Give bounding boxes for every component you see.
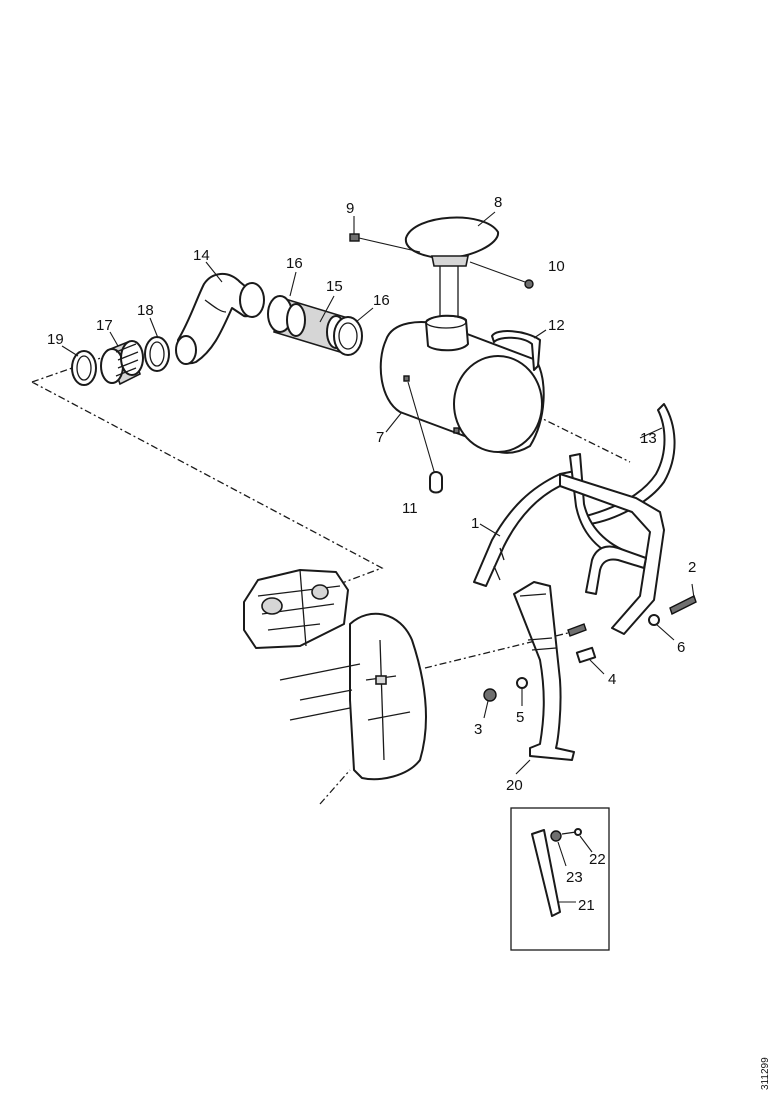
callout-16-b: 16 xyxy=(373,292,390,309)
callout-7: 7 xyxy=(376,429,384,446)
part-19-clamp-ring xyxy=(71,350,97,386)
engine-block-section xyxy=(243,569,427,805)
callout-13: 13 xyxy=(640,430,657,447)
callout-labels: 1 2 3 4 5 6 7 8 9 10 11 12 13 14 15 16 1… xyxy=(47,194,696,914)
part-8-filter-cap xyxy=(404,216,499,316)
bracket-bolt xyxy=(567,623,587,637)
callout-3: 3 xyxy=(474,721,482,738)
callout-20: 20 xyxy=(506,777,523,794)
callout-6: 6 xyxy=(677,639,685,656)
callout-1: 1 xyxy=(471,515,479,532)
inset-detail-box xyxy=(510,807,610,951)
callout-12: 12 xyxy=(548,317,565,334)
part-4-spacer xyxy=(575,646,605,675)
part-20-lower-bracket xyxy=(513,581,575,761)
part-23-washer xyxy=(550,830,567,867)
leader-lines xyxy=(61,211,663,775)
callout-16-a: 16 xyxy=(286,255,303,272)
part-1-mounting-bracket xyxy=(473,453,665,635)
callout-22: 22 xyxy=(589,851,606,868)
callout-5: 5 xyxy=(516,709,524,726)
part-6-washer xyxy=(648,614,675,641)
callout-2: 2 xyxy=(688,559,696,576)
callout-19: 19 xyxy=(47,331,64,348)
callout-21: 21 xyxy=(578,897,595,914)
callout-4: 4 xyxy=(608,671,616,688)
part-5-washer xyxy=(516,677,528,706)
part-15-intake-pipe xyxy=(267,295,363,356)
part-11-drain-valve xyxy=(429,471,443,494)
callout-17: 17 xyxy=(96,317,113,334)
callout-11: 11 xyxy=(402,500,418,517)
callout-8: 8 xyxy=(494,194,502,211)
part-22-screw xyxy=(574,828,593,853)
part-10-nut xyxy=(469,261,534,289)
part-18-hose-clamp xyxy=(144,336,170,372)
part-21-strap xyxy=(531,829,576,917)
part-3-nut xyxy=(483,688,497,719)
callout-23: 23 xyxy=(566,869,583,886)
drawing-reference-number: 311299 xyxy=(760,1057,771,1090)
part-14-elbow-hose xyxy=(175,273,265,365)
callout-10: 10 xyxy=(548,258,565,275)
callout-14: 14 xyxy=(193,247,210,264)
part-7-filter-housing xyxy=(379,314,545,479)
part-2-bolt xyxy=(669,583,697,615)
callout-9: 9 xyxy=(346,200,354,217)
callout-18: 18 xyxy=(137,302,154,319)
part-17-threaded-adapter xyxy=(100,340,144,386)
callout-15: 15 xyxy=(326,278,343,295)
part-12-clamp-strap xyxy=(491,330,541,371)
